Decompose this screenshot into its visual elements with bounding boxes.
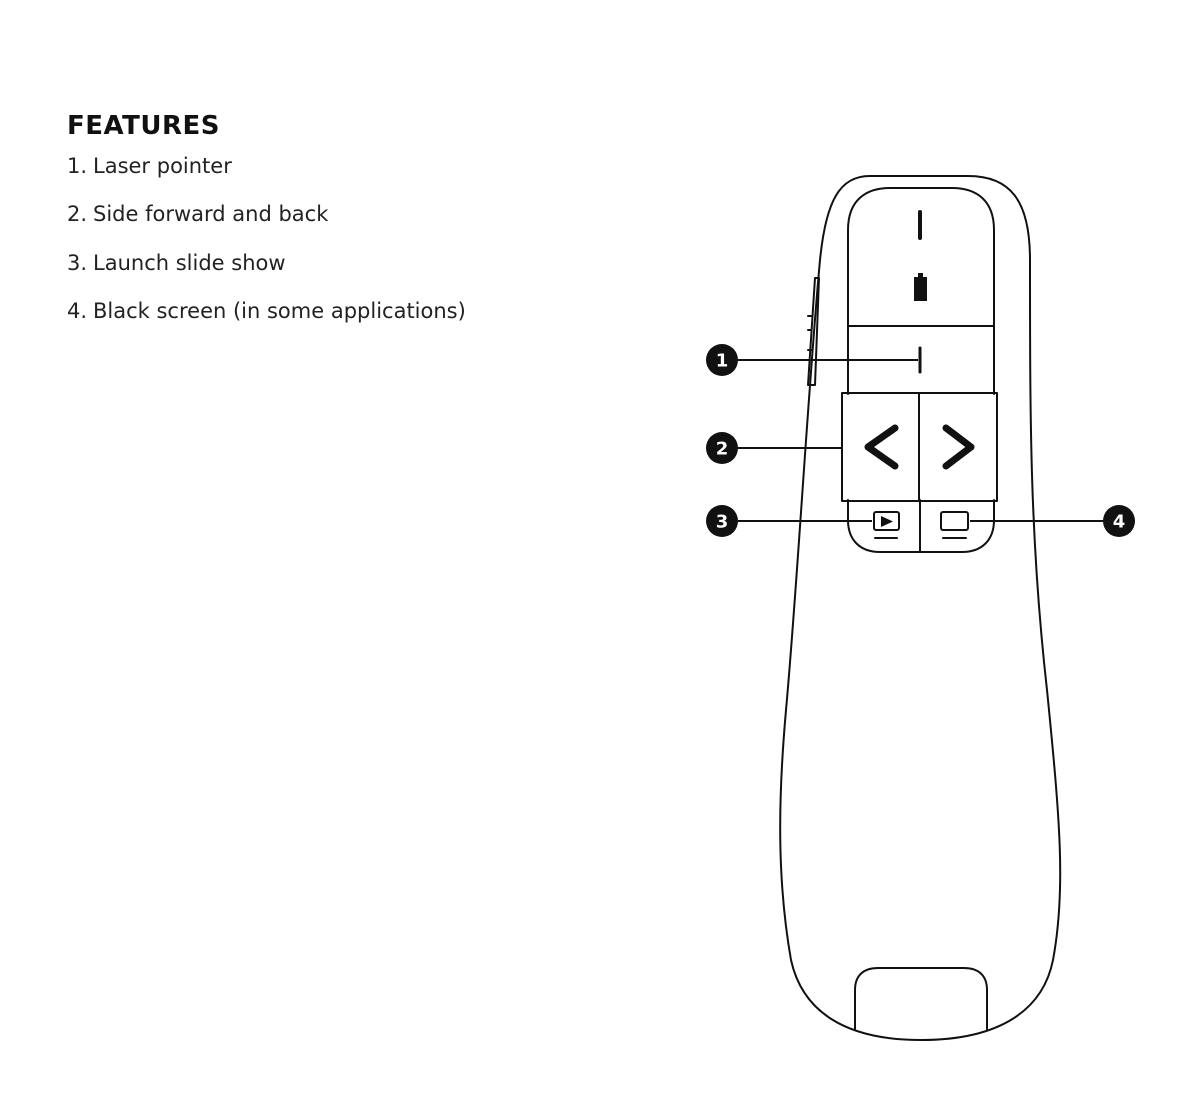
callout-1: 1 <box>706 344 738 376</box>
back-arrow-icon <box>864 424 899 470</box>
feature-number: 3. <box>67 250 88 275</box>
feature-item-laser-pointer: 1.Laser pointer <box>67 154 627 178</box>
top-panel-outline <box>847 187 995 395</box>
feature-number: 4. <box>67 298 88 323</box>
presenter-diagram: 1 2 3 4 <box>690 160 1160 1060</box>
black-screen-icon <box>940 511 969 531</box>
play-icon <box>881 516 893 527</box>
callout-badge <box>706 344 738 376</box>
feature-item-slide-forward-back: 2.Side forward and back <box>67 202 627 226</box>
feature-label: Launch slide show <box>93 250 286 275</box>
features-list: 1.Laser pointer 2.Side forward and back … <box>67 154 627 323</box>
features-section: FEATURES 1.Laser pointer 2.Side forward … <box>67 106 627 347</box>
feature-item-black-screen: 4.Black screen (in some applications) <box>67 299 627 323</box>
callout-number: 4 <box>1113 512 1126 533</box>
status-indicators <box>914 210 927 374</box>
callout-number: 2 <box>716 439 729 460</box>
feature-label: Laser pointer <box>93 154 232 178</box>
battery-indicator-icon <box>914 277 927 301</box>
presenter-illustration: 1 2 3 4 <box>706 175 1135 1041</box>
callout-number: 3 <box>716 512 729 533</box>
forward-arrow-icon <box>942 424 975 470</box>
callout-badge <box>1103 505 1135 537</box>
presenter-body-outline <box>779 175 1062 1041</box>
feature-label: Side forward and back <box>93 202 329 227</box>
feature-number: 1. <box>67 154 88 178</box>
bottom-cap <box>854 967 988 1031</box>
feature-number: 2. <box>67 202 88 227</box>
features-title: FEATURES <box>67 111 220 141</box>
callout-4: 4 <box>1103 505 1135 537</box>
battery-indicator-tip <box>918 273 923 277</box>
feature-label: Black screen (in some applications) <box>93 298 466 323</box>
feature-item-launch-slide-show: 3.Launch slide show <box>67 251 627 275</box>
callout-badge <box>706 505 738 537</box>
slideshow-icon <box>873 511 900 531</box>
callout-2: 2 <box>706 432 738 464</box>
callout-3: 3 <box>706 505 738 537</box>
callout-badge <box>706 432 738 464</box>
callout-number: 1 <box>716 351 729 372</box>
